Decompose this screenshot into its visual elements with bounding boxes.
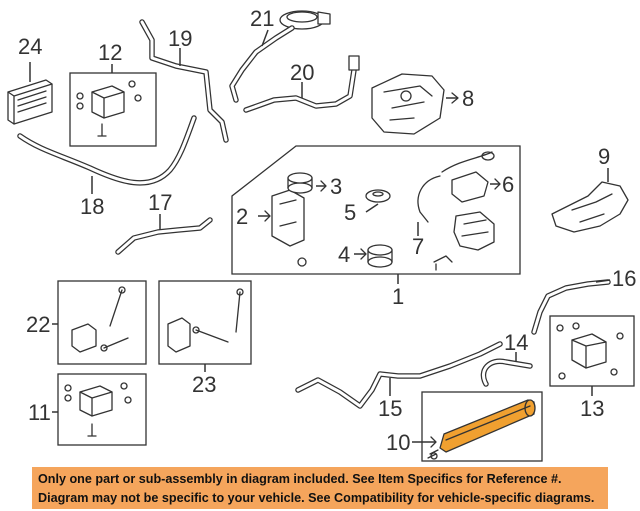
- part-2-bracket: [258, 189, 307, 267]
- notice-line-2: Diagram may not be specific to your vehi…: [38, 491, 595, 505]
- callout-10: 10: [386, 430, 410, 455]
- part-1-assembly-box: [231, 145, 521, 284]
- callout-2: 2: [236, 204, 248, 229]
- part-3-mount: [287, 172, 327, 194]
- callout-15: 15: [378, 396, 402, 421]
- notice-line-1: Only one part or sub-assembly in diagram…: [38, 472, 562, 486]
- callout-23: 23: [192, 372, 216, 397]
- callout-11: 11: [28, 400, 51, 425]
- part-5-insulator: [365, 189, 391, 213]
- part-17-line: [115, 214, 213, 255]
- part-7-harness: [417, 175, 441, 236]
- callout-19: 19: [168, 26, 192, 51]
- part-21-pump: [229, 10, 331, 103]
- part-20-line: [243, 55, 360, 113]
- part-15-line: [295, 341, 503, 409]
- part-11-sensor-kit: [52, 373, 147, 446]
- callout-16: 16: [612, 266, 636, 291]
- part-13-solenoid-kit: [549, 315, 635, 396]
- notice-banner: Only one part or sub-assembly in diagram…: [32, 467, 608, 509]
- callout-8: 8: [462, 86, 474, 111]
- callout-18: 18: [80, 194, 104, 219]
- part-10-highlighted-item: [412, 391, 543, 462]
- part-4-bushing: [354, 244, 393, 268]
- callout-13: 13: [580, 396, 604, 421]
- part-22-sensor-kit: [52, 280, 147, 365]
- part-8-housing: [371, 73, 459, 135]
- callout-14: 14: [504, 330, 528, 355]
- callout-17: 17: [148, 190, 172, 215]
- part-23-link-kit: [158, 280, 252, 372]
- callout-24: 24: [18, 34, 42, 59]
- callout-20: 20: [290, 60, 314, 85]
- part-6-compressor: [433, 151, 501, 271]
- callout-4: 4: [338, 242, 350, 267]
- callout-3: 3: [330, 174, 342, 199]
- callout-5: 5: [344, 200, 356, 225]
- callout-22: 22: [26, 312, 50, 337]
- callout-6: 6: [502, 172, 514, 197]
- part-18-line: [17, 115, 197, 194]
- callout-21: 21: [250, 6, 274, 31]
- part-24-module: [7, 62, 53, 125]
- part-14-hose: [480, 352, 533, 387]
- part-19-line: [139, 19, 229, 143]
- callout-1: 1: [392, 284, 404, 309]
- callout-7: 7: [412, 234, 424, 259]
- part-9-cover: [551, 168, 629, 233]
- callout-12: 12: [98, 40, 122, 65]
- callout-9: 9: [598, 144, 610, 169]
- part-12-sensor-kit: [69, 64, 157, 147]
- part-16-line: [531, 279, 611, 335]
